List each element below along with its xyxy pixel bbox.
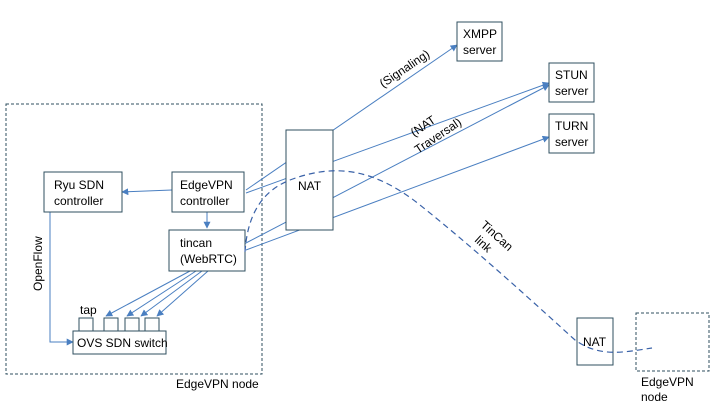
tincan-tap2-arrow xyxy=(126,270,197,317)
signaling-label: (Signaling) xyxy=(377,47,432,91)
ryu-controller-box xyxy=(43,171,123,213)
ryu-label-1: Ryu SDN xyxy=(54,178,104,192)
tincan-box xyxy=(168,229,246,272)
xmpp-server-box xyxy=(456,21,503,62)
turn-label-1: TURN xyxy=(555,119,588,133)
tincan-label-2: (WebRTC) xyxy=(180,252,237,266)
ryu-label-2: controller xyxy=(54,194,103,208)
xmpp-label-2: server xyxy=(463,43,496,57)
tincan-turn-arrow xyxy=(245,135,550,251)
nat-left-box xyxy=(285,129,334,231)
stun-label-1: STUN xyxy=(555,68,588,82)
nat-left-label: NAT xyxy=(298,179,322,193)
edgevpn-controller-box xyxy=(171,171,245,213)
stun-label-2: server xyxy=(555,84,588,98)
openflow-arrow xyxy=(49,212,74,346)
turn-label-2: server xyxy=(555,135,588,149)
tincan-link-curve xyxy=(244,170,653,353)
nat-right-label: NAT xyxy=(583,335,607,349)
signaling-arrow xyxy=(245,44,458,191)
tincan-tap4-arrow xyxy=(156,270,209,317)
edgevpn-node-right-boundary xyxy=(635,312,710,372)
ovs-switch-box xyxy=(72,330,167,355)
tincan-tap1-arrow xyxy=(105,270,191,317)
edgevpn-controller-label-1: EdgeVPN xyxy=(180,178,233,192)
controller-to-ryu-arrow xyxy=(121,188,173,196)
tincan-tap3-arrow xyxy=(140,270,203,317)
edgevpn-node-left-boundary xyxy=(5,103,263,375)
tap-label: tap xyxy=(80,303,97,317)
tincan-label-1: tincan xyxy=(180,236,212,250)
edgevpn-node-right-label-2: node xyxy=(641,390,668,404)
openflow-label: OpenFlow xyxy=(31,236,45,291)
tap-port-2 xyxy=(103,317,119,332)
turn-server-box xyxy=(548,113,595,154)
tap-port-4 xyxy=(144,317,160,332)
ovs-switch-label: OVS SDN switch xyxy=(77,336,168,350)
tap-port-3 xyxy=(124,317,140,332)
edgevpn-node-left-label: EdgeVPN node xyxy=(176,377,259,391)
nat-right-box xyxy=(576,317,614,366)
xmpp-label-1: XMPP xyxy=(463,27,497,41)
edgevpn-controller-label-2: controller xyxy=(180,194,229,208)
edgevpn-node-right-label-1: EdgeVPN xyxy=(641,375,694,389)
stun-server-box xyxy=(548,62,595,103)
tap-port-1 xyxy=(78,317,94,332)
